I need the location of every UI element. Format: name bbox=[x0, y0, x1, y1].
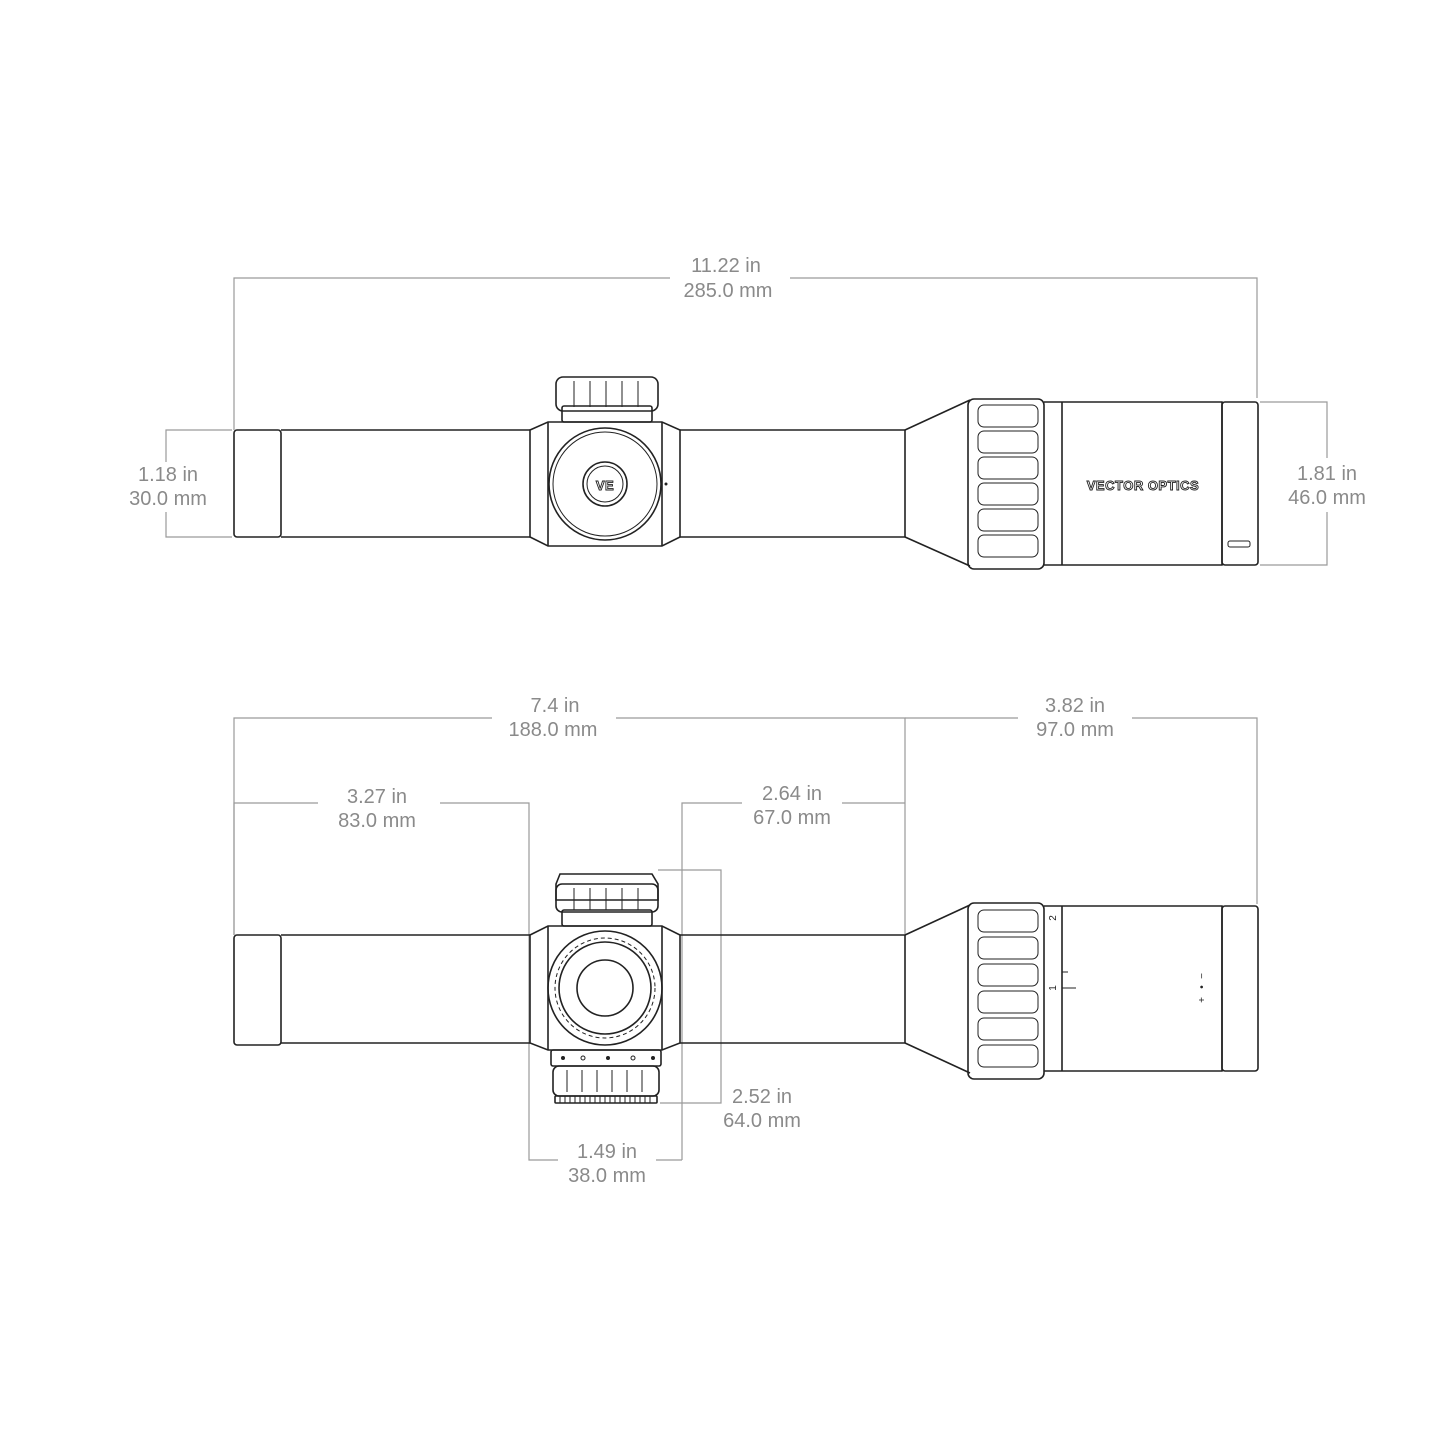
diopter-plus-mark: + bbox=[1197, 997, 1208, 1003]
dim-eyepiece-diameter-in: 1.81 in bbox=[1297, 463, 1357, 485]
dim-eyepiece-length-mm: 97.0 mm bbox=[1036, 719, 1114, 741]
vector-optics-logo-icon: VE bbox=[596, 478, 614, 493]
dim-front-length-in: 7.4 in bbox=[531, 695, 580, 717]
dim-turret-height: 2.52 in 64.0 mm bbox=[658, 869, 801, 1132]
zoom-mark-2: 2 bbox=[1048, 915, 1059, 921]
side-view: 7.4 in 188.0 mm 3.82 in 97.0 mm 3.27 in … bbox=[233, 695, 1259, 1187]
dim-turret-to-ocular-mm: 67.0 mm bbox=[753, 807, 831, 829]
power-ring-side bbox=[967, 902, 1045, 1080]
dim-front-length-mm: 188.0 mm bbox=[509, 719, 598, 741]
elevation-turret-side bbox=[555, 873, 659, 927]
illumination-turret bbox=[550, 1049, 662, 1104]
brand-label: VECTOR OPTICS bbox=[1087, 478, 1199, 493]
windage-turret-side bbox=[547, 930, 663, 1046]
scope-side-outline: 2 1 + • − bbox=[233, 873, 1259, 1104]
dim-saddle-width: 1.49 in 38.0 mm bbox=[568, 1141, 682, 1187]
dim-turret-to-ocular: 2.64 in 67.0 mm bbox=[681, 783, 905, 1160]
scope-top-outline: VE VECTOR OPTICS bbox=[233, 376, 1259, 570]
dim-front-to-turret: 3.27 in 83.0 mm bbox=[233, 786, 558, 1161]
diopter-minus-mark: − bbox=[1197, 973, 1208, 979]
dim-tube-diameter-in: 1.18 in bbox=[138, 464, 198, 486]
dim-turret-height-in: 2.52 in bbox=[732, 1086, 792, 1108]
elevation-turret-top bbox=[555, 376, 659, 423]
dim-tube-diameter-mm: 30.0 mm bbox=[129, 488, 207, 510]
dim-saddle-width-in: 1.49 in bbox=[577, 1141, 637, 1163]
dim-turret-height-mm: 64.0 mm bbox=[723, 1110, 801, 1132]
dim-eyepiece-length-in: 3.82 in bbox=[1045, 695, 1105, 717]
dim-overall-length-in: 11.22 in bbox=[691, 255, 761, 277]
power-ring-top bbox=[967, 398, 1045, 570]
diopter-dot-mark: • bbox=[1197, 985, 1208, 989]
dim-eyepiece-length: 3.82 in 97.0 mm bbox=[905, 695, 1258, 904]
dim-front-to-turret-mm: 83.0 mm bbox=[338, 810, 416, 832]
zoom-mark-1: 1 bbox=[1048, 985, 1059, 991]
dim-eyepiece-diameter-mm: 46.0 mm bbox=[1288, 487, 1366, 509]
top-view: 11.22 in 285.0 mm 1.18 in 30.0 mm 1.81 i… bbox=[129, 255, 1366, 570]
dim-turret-to-ocular-in: 2.64 in bbox=[762, 783, 822, 805]
dim-saddle-width-mm: 38.0 mm bbox=[568, 1165, 646, 1187]
dim-front-to-turret-in: 3.27 in bbox=[347, 786, 407, 808]
dim-overall-length: 11.22 in 285.0 mm bbox=[233, 255, 1258, 430]
dim-tube-diameter: 1.18 in 30.0 mm bbox=[129, 429, 232, 538]
dim-overall-length-mm: 285.0 mm bbox=[684, 280, 773, 302]
dim-eyepiece-diameter: 1.81 in 46.0 mm bbox=[1260, 401, 1366, 566]
